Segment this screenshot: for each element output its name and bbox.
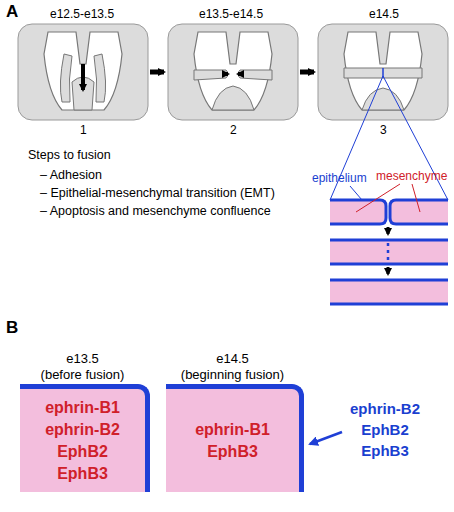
gene-label: EphB3 <box>330 442 440 459</box>
callout-number: 2 <box>230 124 237 138</box>
stage-heading-line: e14.5 <box>146 351 319 367</box>
tissue-box: e14.5(beginning fusion)ephrin-B1EphB3 <box>166 384 304 492</box>
gene-name: EphB3 <box>207 441 258 463</box>
stage-heading-line: (before fusion) <box>0 367 165 383</box>
gene-label: ephrin-B2 <box>330 400 440 417</box>
stage-heading: e13.5(before fusion) <box>0 351 165 383</box>
step-item: – Apoptosis and mesenchyme confluence <box>40 204 271 218</box>
tissue-box: e13.5(before fusion)ephrin-B1ephrin-B2Ep… <box>20 384 150 492</box>
palate-stage-2 <box>168 24 298 120</box>
step-item: – Epithelial-mesenchymal transition (EMT… <box>40 186 275 200</box>
steps-heading: Steps to fusion <box>28 148 111 162</box>
callout-number: 3 <box>380 124 387 138</box>
gene-list: ephrin-B1ephrin-B2EphB2EphB3 <box>20 389 145 492</box>
panel-letter: A <box>6 2 18 22</box>
stage-heading-line: (beginning fusion) <box>146 367 319 383</box>
gene-name: EphB3 <box>57 463 108 485</box>
stage-heading-line: e13.5 <box>0 351 165 367</box>
callout-number: 1 <box>80 124 87 138</box>
gene-name: ephrin-B1 <box>45 397 120 419</box>
stage-label: e14.5 <box>369 8 399 22</box>
tissue-label: epithelium <box>312 172 367 186</box>
panel-letter: B <box>6 318 18 338</box>
stage-heading: e14.5(beginning fusion) <box>146 351 319 383</box>
gene-list: ephrin-B1EphB3 <box>166 389 299 492</box>
tissue-label: mesenchyme <box>376 170 447 184</box>
gene-name: ephrin-B1 <box>195 419 270 441</box>
gene-name: ephrin-B2 <box>45 419 120 441</box>
gene-name: EphB2 <box>57 441 108 463</box>
gene-label: EphB2 <box>330 421 440 438</box>
palate-stage-3 <box>318 24 448 120</box>
step-item: – Adhesion <box>40 168 102 182</box>
stage-label: e12.5-e13.5 <box>50 8 114 22</box>
palate-stage-1 <box>18 24 148 120</box>
stage-label: e13.5-e14.5 <box>199 8 263 22</box>
